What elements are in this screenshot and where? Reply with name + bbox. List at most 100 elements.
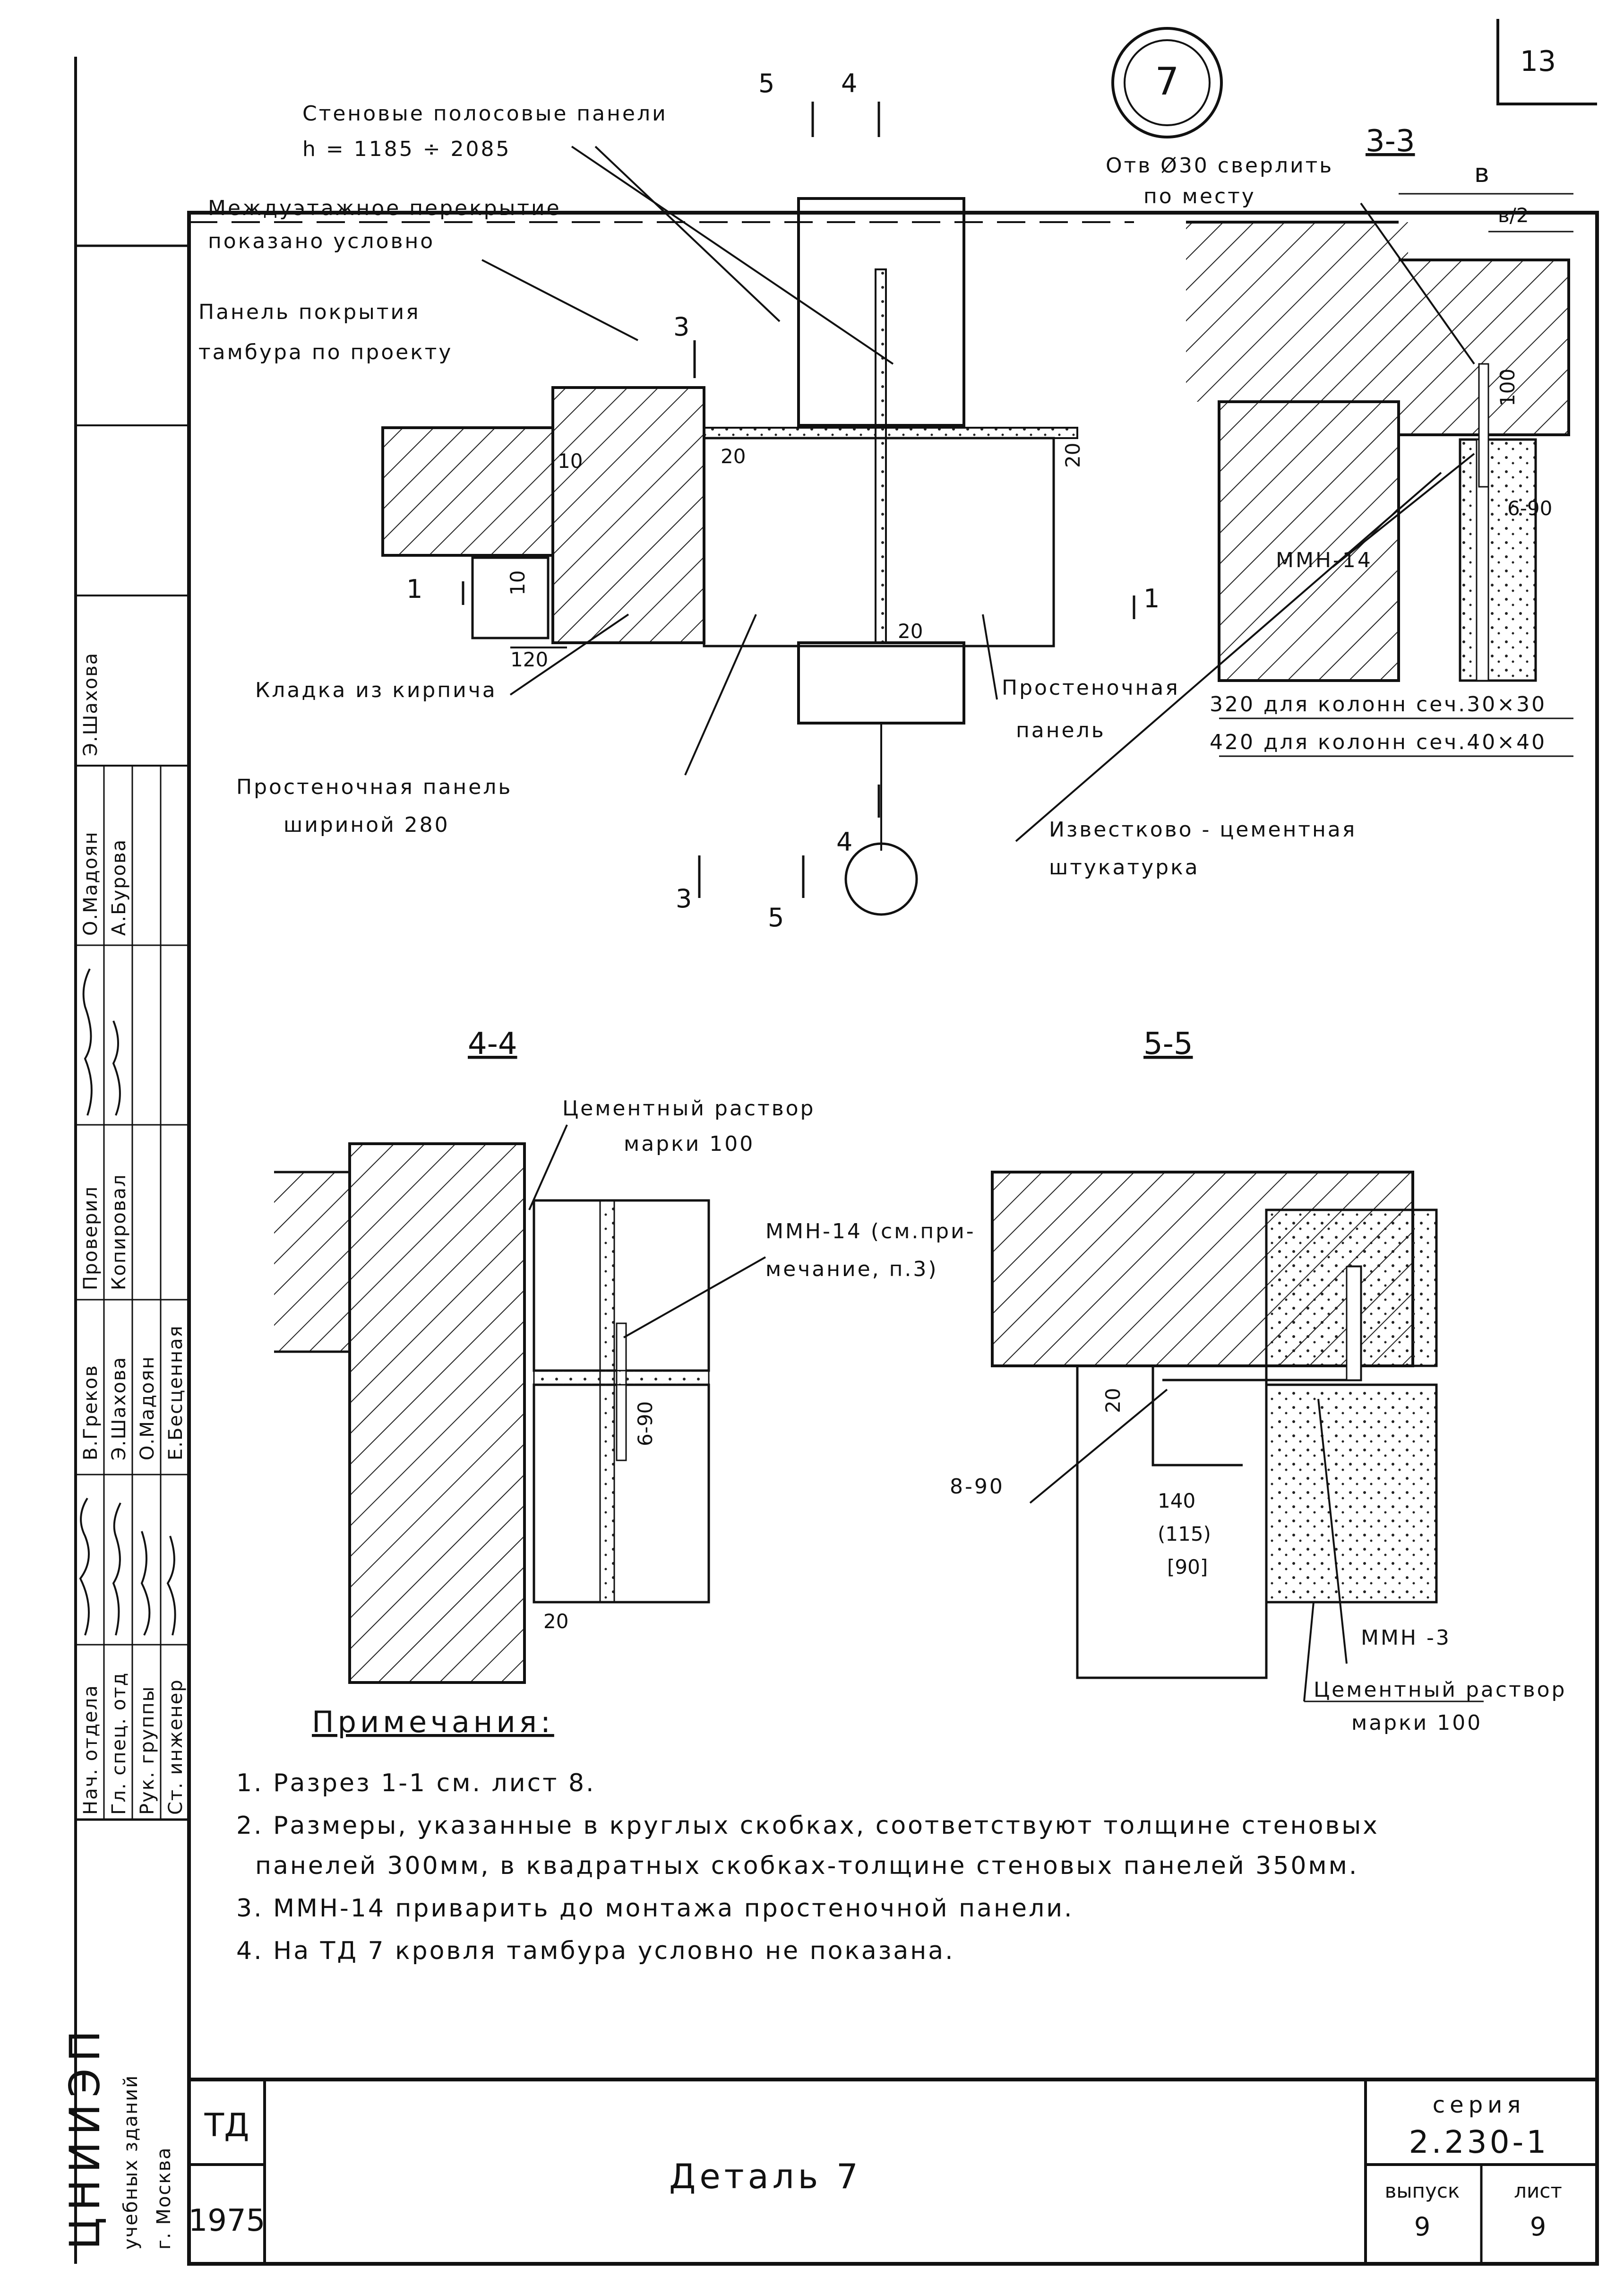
check-role-1: Копировал xyxy=(108,1174,130,1290)
dim-10a: 10 xyxy=(558,449,583,473)
signature xyxy=(112,1020,121,1116)
section-4-4 xyxy=(274,1124,766,1684)
note-2: 2. Размеры, указанные в круглых скобках,… xyxy=(236,1812,1379,1840)
cut-1a: 1 xyxy=(406,574,425,604)
sheet-label: лист xyxy=(1514,2179,1562,2202)
label-pier-panel-280: Простеночная панель xyxy=(236,775,512,799)
label-drill: Отв Ø30 сверлить xyxy=(1106,154,1333,178)
label-roof-panel-2: тамбура по проекту xyxy=(198,340,453,364)
check-name-0: О.Мадоян xyxy=(80,831,102,936)
role-3: Ст. инженер xyxy=(165,1679,187,1815)
label-pier-panel-280-2: шириной 280 xyxy=(284,813,450,837)
dim-90: [90] xyxy=(1167,1555,1208,1579)
role-2: Рук. группы xyxy=(137,1686,158,1815)
dim-6-90-4: 6-90 xyxy=(634,1401,657,1446)
dim-b2: в/2 xyxy=(1498,204,1529,227)
signature xyxy=(166,1536,176,1636)
detail-marker-inner xyxy=(1124,39,1211,126)
dim-100: 100 xyxy=(1496,369,1519,406)
name-3: Е.Бесценная xyxy=(165,1325,187,1460)
dim-20-4: 20 xyxy=(543,1610,568,1633)
drawing-title: Деталь 7 xyxy=(669,2157,862,2196)
section-4-4-title: 4-4 xyxy=(468,1027,517,1061)
side-stamp: ЦНИИЭП учебных зданий г. Москва Нач. отд… xyxy=(60,652,187,2250)
cut-3b: 3 xyxy=(676,884,694,914)
note-3: 3. ММН-14 приварить до монтажа простеноч… xyxy=(236,1894,1074,1923)
signature xyxy=(112,1502,121,1636)
note-320: 320 для колонн сеч.30×30 xyxy=(1210,692,1547,716)
org-sub: учебных зданий xyxy=(120,2075,142,2250)
top-stamp: Э.Шахова xyxy=(80,652,102,756)
role-0: Нач. отдела xyxy=(80,1684,102,1815)
dim-10b: 10 xyxy=(506,570,529,595)
cut-4a: 4 xyxy=(841,69,859,98)
dim-6-90: 6-90 xyxy=(1507,497,1552,520)
signature xyxy=(140,1531,151,1636)
sheet-number: 13 xyxy=(1520,45,1556,78)
label-mortar-4: Цементный раствор xyxy=(562,1096,815,1121)
cut-3a: 3 xyxy=(673,312,692,342)
note-420: 420 для колонн сеч.40×40 xyxy=(1210,730,1547,754)
label-mortar-5: Цементный раствор xyxy=(1314,1678,1566,1702)
section-3-3-title: 3-3 xyxy=(1366,124,1415,159)
org-name: ЦНИИЭП xyxy=(60,2024,109,2250)
dim-20a: 20 xyxy=(721,445,746,468)
name-2: О.Мадоян xyxy=(137,1355,158,1460)
detail-marker xyxy=(1111,27,1223,138)
note-4: 4. На ТД 7 кровля тамбура условно не пок… xyxy=(236,1937,955,1965)
label-roof-panel: Панель покрытия xyxy=(198,300,421,324)
label-drill-2: по месту xyxy=(1143,184,1256,208)
label-mortar-4-2: марки 100 xyxy=(624,1132,755,1156)
series-label: серия xyxy=(1433,2092,1525,2118)
section-5-5-title: 5-5 xyxy=(1143,1027,1193,1061)
label-plaster: Известково - цементная xyxy=(1049,818,1357,842)
label-mmn14-note: ММН-14 (см.при- xyxy=(765,1219,976,1243)
label-wall-panels: Стеновые полосовые панели xyxy=(302,102,668,126)
label-plaster-2: штукатурка xyxy=(1049,855,1200,880)
note-1: 1. Разрез 1-1 см. лист 8. xyxy=(236,1769,596,1797)
label-8-90: 8-90 xyxy=(950,1475,1005,1499)
cut-1b: 1 xyxy=(1143,584,1162,613)
section-marker-circle xyxy=(844,842,918,916)
label-mortar-5-2: марки 100 xyxy=(1351,1711,1482,1735)
title-year: 1975 xyxy=(189,2203,266,2238)
label-floor: Междуэтажное перекрытие xyxy=(208,196,561,220)
notes-heading: Примечания: xyxy=(312,1705,554,1739)
name-0: В.Греков xyxy=(80,1364,102,1460)
cut-4b: 4 xyxy=(836,827,855,857)
title-code: ТД xyxy=(204,2107,249,2144)
dim-20-5: 20 xyxy=(1101,1388,1125,1413)
label-brickwork: Кладка из кирпича xyxy=(255,678,497,702)
plan-view xyxy=(189,102,1135,916)
check-role-0: Проверил xyxy=(80,1186,102,1290)
dim-115: (115) xyxy=(1158,1522,1211,1545)
issue-value: 9 xyxy=(1414,2212,1430,2242)
label-mmn14-note-2: мечание, п.3) xyxy=(765,1257,938,1281)
signature xyxy=(82,968,93,1116)
label-wall-panels-h: h = 1185 ÷ 2085 xyxy=(302,137,511,161)
label-mmn3: ММН -3 xyxy=(1361,1626,1451,1650)
label-floor-note: показано условно xyxy=(208,229,435,253)
signature xyxy=(79,1497,90,1636)
check-name-1: А.Бурова xyxy=(108,839,130,936)
frame xyxy=(74,19,1599,2266)
note-2-cont: панелей 300мм, в квадратных скобках-толщ… xyxy=(255,1852,1358,1880)
name-1: Э.Шахова xyxy=(108,1356,130,1460)
section-5-5 xyxy=(991,1171,1484,1702)
role-1: Гл. спец. отд xyxy=(108,1672,130,1815)
dim-20b: 20 xyxy=(898,620,923,643)
org-city: г. Москва xyxy=(153,2147,175,2250)
dim-b: в xyxy=(1474,158,1492,188)
dim-140: 140 xyxy=(1158,1489,1195,1512)
label-mmn14: ММН-14 xyxy=(1276,548,1373,572)
cut-5a: 5 xyxy=(758,69,777,98)
dim-20c: 20 xyxy=(1061,443,1084,468)
cut-5b: 5 xyxy=(768,903,786,932)
label-pier-panel: Простеночная xyxy=(1002,676,1180,700)
detail-marker-number: 7 xyxy=(1155,60,1179,104)
issue-label: выпуск xyxy=(1385,2179,1460,2202)
label-pier-panel-2: панель xyxy=(1016,718,1106,742)
dim-120: 120 xyxy=(510,648,548,671)
section-3-3 xyxy=(1015,193,1573,842)
